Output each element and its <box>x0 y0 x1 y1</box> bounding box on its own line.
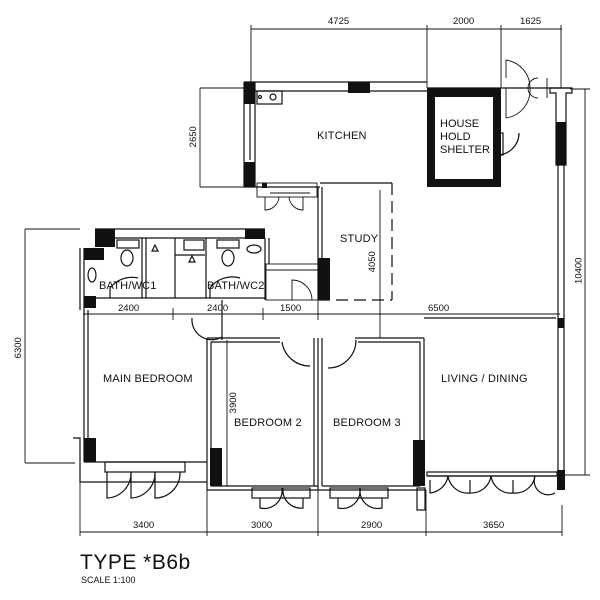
main-bedroom-walls <box>73 298 207 499</box>
dimension-2900: 2900 <box>361 520 383 531</box>
living-dining-label: LIVING / DINING <box>441 373 528 385</box>
dimension-3400: 3400 <box>133 520 155 531</box>
structural-columns <box>84 82 566 490</box>
dimension-2650: 2650 <box>187 126 199 148</box>
dimension-2000: 2000 <box>453 16 475 27</box>
main-bedroom-label: MAIN BEDROOM <box>103 373 193 385</box>
store-room <box>265 263 319 301</box>
bedroom-2-walls <box>206 337 319 510</box>
mid-dimension-line <box>83 190 560 338</box>
bedroom-3-label: BEDROOM 3 <box>333 417 401 429</box>
plan-type-title: TYPE *B6b <box>80 551 191 574</box>
bath-wc1-label: BATH/WC1 <box>99 280 157 292</box>
dimension-3000: 3000 <box>251 520 273 531</box>
dimension-10400: 10400 <box>573 257 585 284</box>
dimension-3900: 3900 <box>227 392 239 414</box>
right-height-dimension <box>565 88 590 476</box>
entrance-door <box>505 59 548 119</box>
dimension-4050: 4050 <box>366 251 378 273</box>
dimension-1500: 1500 <box>280 303 302 314</box>
household-shelter-label: HOUSE HOLD SHELTER <box>440 118 490 156</box>
dimension-3650: 3650 <box>483 520 505 531</box>
bathroom-block <box>79 228 270 341</box>
plan-scale-label: SCALE 1:100 <box>81 575 136 585</box>
living-dining-walls <box>424 317 558 496</box>
kitchen-door <box>256 182 318 211</box>
dimension-1625: 1625 <box>520 16 542 27</box>
dimension-2400-a: 2400 <box>118 303 140 314</box>
top-dimension-line <box>250 25 562 88</box>
kitchen-height-dimension <box>199 87 244 188</box>
study-label: STUDY <box>340 233 379 245</box>
dimension-2400-b: 2400 <box>207 303 229 314</box>
bath-wc2-label: BATH/WC2 <box>207 280 265 292</box>
dimension-4725: 4725 <box>328 16 350 27</box>
dimension-6500: 6500 <box>428 303 450 314</box>
bedroom-2-label: BEDROOM 2 <box>234 417 302 429</box>
left-height-dimension <box>24 228 80 464</box>
kitchen-label: KITCHEN <box>317 130 367 142</box>
dimension-6300: 6300 <box>12 337 24 359</box>
